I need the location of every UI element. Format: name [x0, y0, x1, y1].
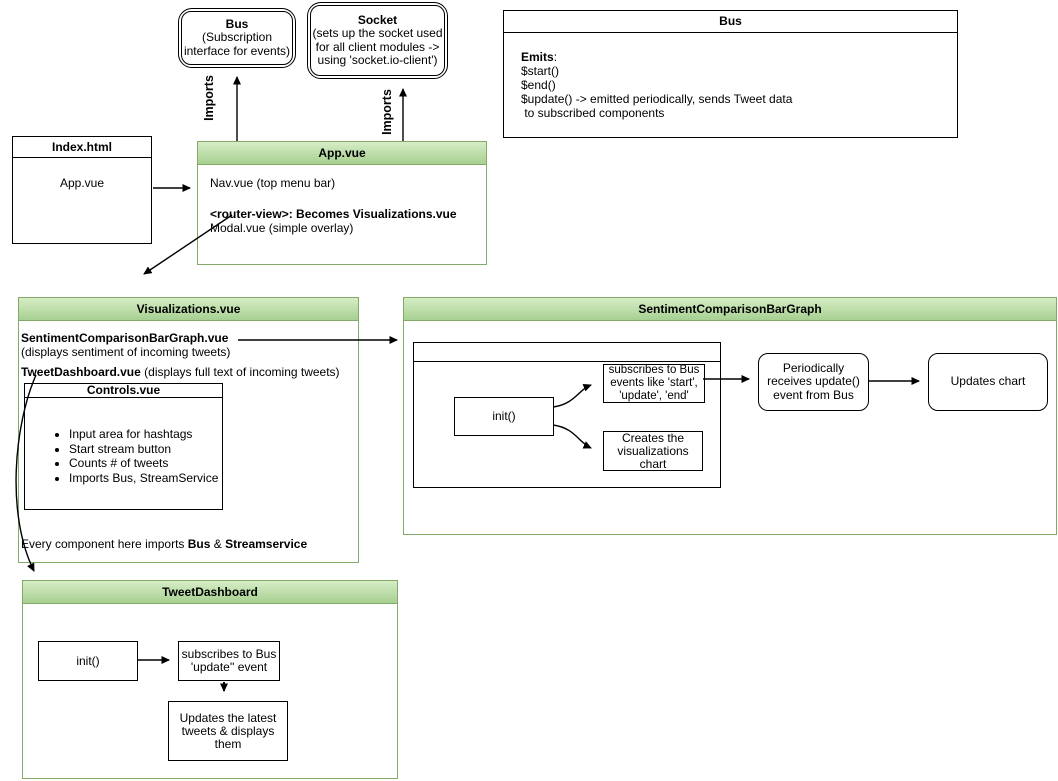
- sentiment-creates-label: Creates the visualizations chart: [617, 430, 689, 471]
- bus-class-line: $update() -> emitted periodically, sends…: [521, 92, 793, 106]
- socket-module-node-inner: Socket (sets up the socket used for all …: [310, 5, 445, 76]
- viz-sentiment-line: SentimentComparisonBarGraph.vue: [21, 331, 229, 345]
- tweetdash-updates-box[interactable]: Updates the latest tweets & displays the…: [168, 701, 288, 761]
- controls-box[interactable]: Controls.vue Input area for hashtags Sta…: [24, 383, 223, 510]
- sentiment-inner-header-strip: [414, 343, 720, 362]
- bus-class-line: to subscribed components: [521, 106, 665, 120]
- tweetdash-subscribes-label: subscribes to Bus'update'' event: [181, 647, 277, 674]
- bus-class-title: Bus: [504, 11, 957, 33]
- bus-class-body: Emits: $start() $end() $update() -> emit…: [504, 33, 957, 120]
- sentiment-subscribes-box[interactable]: subscribes to Bus events like 'start', '…: [603, 364, 705, 403]
- tweetdash-updates-label: Updates the latest tweets & displays the…: [179, 710, 277, 751]
- bus-module-line1: (Subscription: [201, 30, 273, 45]
- bus-class-box[interactable]: Bus Emits: $start() $end() $update() -> …: [503, 10, 958, 138]
- sentiment-init-label: init(): [492, 409, 516, 423]
- sentiment-subscribes-label: subscribes to Bus events like 'start', '…: [608, 364, 700, 402]
- socket-module-node[interactable]: Socket (sets up the socket used for all …: [307, 2, 448, 79]
- controls-bullet: Counts # of tweets: [69, 456, 222, 471]
- socket-module-line3: using 'socket.io-client'): [317, 53, 438, 67]
- tweet-dashboard-title: TweetDashboard: [23, 581, 397, 604]
- sentiment-periodically-box[interactable]: Periodically receives update() event fro…: [758, 353, 869, 411]
- socket-module-line2: for all client modules ->: [315, 39, 440, 54]
- socket-module-line1: (sets up the socket used: [312, 26, 443, 40]
- bus-class-line: $end(): [521, 78, 556, 92]
- controls-bullet: Input area for hashtags: [69, 427, 222, 442]
- visualizations-title: Visualizations.vue: [19, 298, 358, 321]
- socket-module-title: Socket: [357, 12, 398, 27]
- controls-bullet: Imports Bus, StreamService: [69, 471, 222, 486]
- controls-bullet: Start stream button: [69, 442, 222, 457]
- index-html-title: Index.html: [13, 137, 151, 158]
- tweetdash-init-label: init(): [76, 653, 100, 668]
- sentiment-bargraph-title: SentimentComparisonBarGraph: [404, 298, 1056, 321]
- tweetdash-init-box[interactable]: init(): [38, 641, 138, 681]
- app-vue-modal-line: Modal.vue (simple overlay): [210, 221, 354, 235]
- app-vue-title: App.vue: [198, 142, 486, 165]
- app-vue-routerview-line: <router-view>: Becomes Visualizations.vu…: [210, 207, 457, 221]
- sentiment-bargraph-box[interactable]: SentimentComparisonBarGraph init() subsc…: [403, 297, 1057, 535]
- controls-title: Controls.vue: [25, 384, 222, 398]
- sentiment-creates-box[interactable]: Creates the visualizations chart: [603, 431, 703, 471]
- index-html-box[interactable]: Index.html App.vue: [12, 136, 152, 244]
- imports-label-bus: Imports: [202, 75, 216, 121]
- tweetdash-subscribes-box[interactable]: subscribes to Bus'update'' event: [178, 641, 280, 681]
- bus-module-node[interactable]: Bus (Subscription interface for events): [178, 8, 296, 68]
- sentiment-init-box[interactable]: init(): [454, 397, 554, 436]
- viz-tweetdash-line: TweetDashboard.vue (displays full text o…: [21, 365, 340, 379]
- app-vue-box[interactable]: App.vue Nav.vue (top menu bar) <router-v…: [197, 141, 487, 265]
- sentiment-periodically-label: Periodically receives update() event fro…: [767, 360, 860, 402]
- bus-module-node-inner: Bus (Subscription interface for events): [181, 11, 293, 65]
- controls-bullet-list: Input area for hashtags Start stream but…: [25, 427, 222, 485]
- sentiment-updates-chart-box[interactable]: Updates chart: [928, 353, 1048, 411]
- bus-module-line2: interface for events): [183, 43, 291, 58]
- sentiment-updates-chart-label: Updates chart: [950, 374, 1026, 389]
- viz-sentiment-sub-line: (displays sentiment of incoming tweets): [21, 345, 231, 359]
- bus-class-emits-line: Emits:: [521, 50, 558, 64]
- index-html-body: App.vue: [59, 176, 105, 190]
- viz-note-line: Every component here imports Bus & Strea…: [21, 537, 308, 551]
- tweet-dashboard-box[interactable]: TweetDashboard init() subscribes to Bus'…: [22, 580, 398, 779]
- visualizations-box[interactable]: Visualizations.vue SentimentComparisonBa…: [18, 297, 359, 563]
- app-vue-nav-line: Nav.vue (top menu bar): [210, 176, 336, 190]
- bus-class-line: $start(): [521, 64, 560, 78]
- imports-label-socket: Imports: [380, 89, 394, 135]
- bus-module-title: Bus: [225, 16, 249, 31]
